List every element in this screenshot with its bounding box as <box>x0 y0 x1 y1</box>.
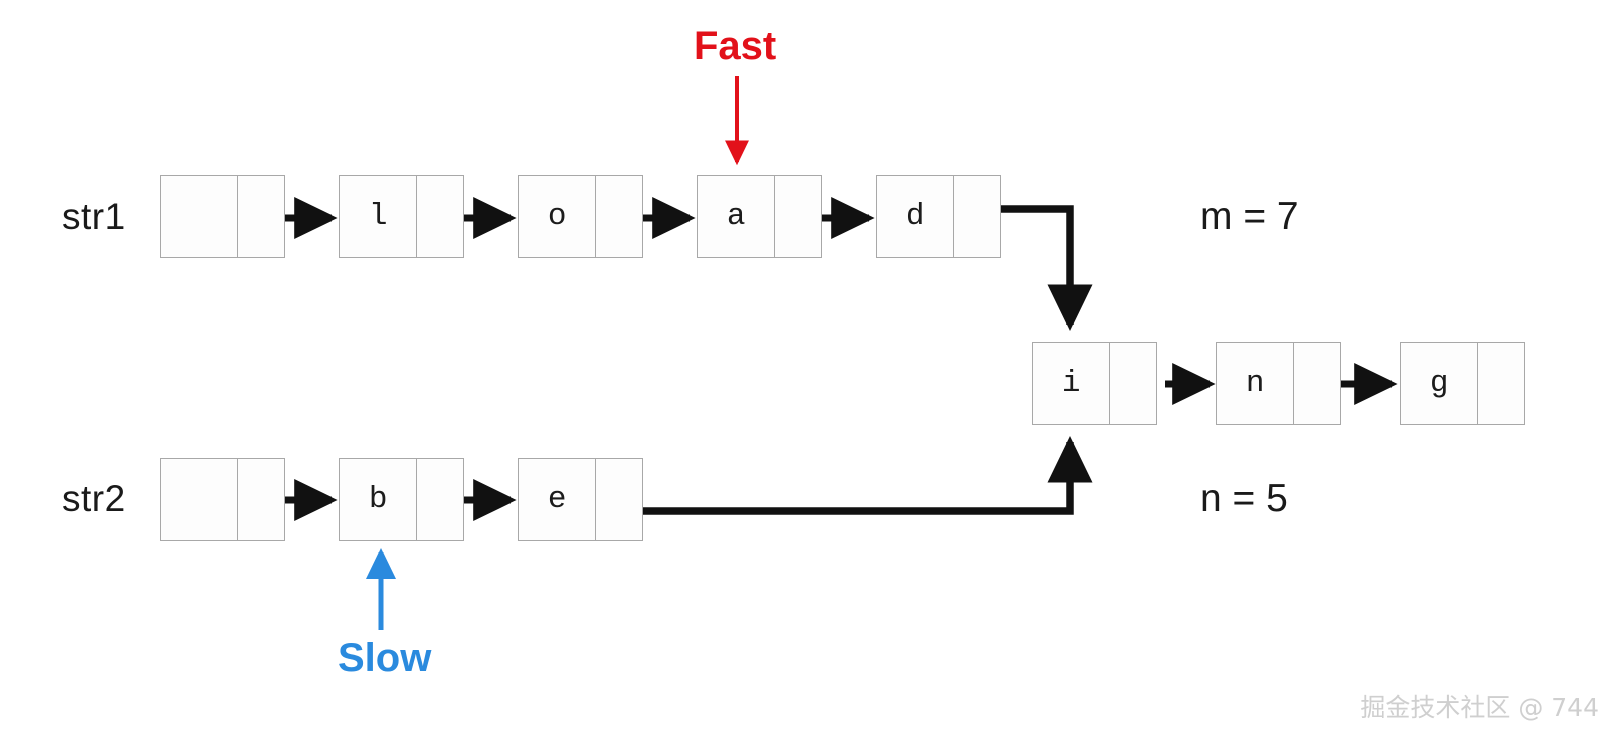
fast-pointer-label: Fast <box>694 24 777 68</box>
node-pointer-cell <box>238 459 284 540</box>
row-label-str1: str1 <box>62 196 126 237</box>
node-value: e <box>519 459 597 540</box>
node-shared-0[interactable]: i <box>1032 342 1157 425</box>
node-pointer-cell <box>775 176 821 257</box>
node-shared-1[interactable]: n <box>1216 342 1341 425</box>
node-value: n <box>1217 343 1295 424</box>
node-value: b <box>340 459 418 540</box>
node-str2-head[interactable] <box>160 458 285 541</box>
watermark: 掘金技术社区 @ 744 <box>1360 693 1599 722</box>
node-str1-head[interactable] <box>160 175 285 258</box>
node-value: d <box>877 176 955 257</box>
node-str2-1[interactable]: b <box>339 458 464 541</box>
node-pointer-cell <box>1478 343 1524 424</box>
node-value <box>161 176 239 257</box>
node-pointer-cell <box>596 459 642 540</box>
node-shared-2[interactable]: g <box>1400 342 1525 425</box>
node-value: o <box>519 176 597 257</box>
node-value <box>161 459 239 540</box>
node-pointer-cell <box>417 176 463 257</box>
node-pointer-cell <box>954 176 1000 257</box>
node-str1-2[interactable]: o <box>518 175 643 258</box>
node-value: a <box>698 176 776 257</box>
node-value: g <box>1401 343 1479 424</box>
node-str1-1[interactable]: l <box>339 175 464 258</box>
node-pointer-cell <box>1294 343 1340 424</box>
slow-pointer-label: Slow <box>338 636 432 680</box>
count-label-n: n = 5 <box>1200 477 1288 520</box>
node-value: i <box>1033 343 1111 424</box>
row-label-str2: str2 <box>62 478 126 519</box>
node-value: l <box>340 176 418 257</box>
node-pointer-cell <box>238 176 284 257</box>
node-str1-4[interactable]: d <box>876 175 1001 258</box>
str2-to-shared-connector <box>637 436 1093 515</box>
node-pointer-cell <box>417 459 463 540</box>
node-str1-3[interactable]: a <box>697 175 822 258</box>
node-pointer-cell <box>1110 343 1156 424</box>
node-pointer-cell <box>596 176 642 257</box>
count-label-m: m = 7 <box>1200 195 1299 238</box>
node-str2-2[interactable]: e <box>518 458 643 541</box>
